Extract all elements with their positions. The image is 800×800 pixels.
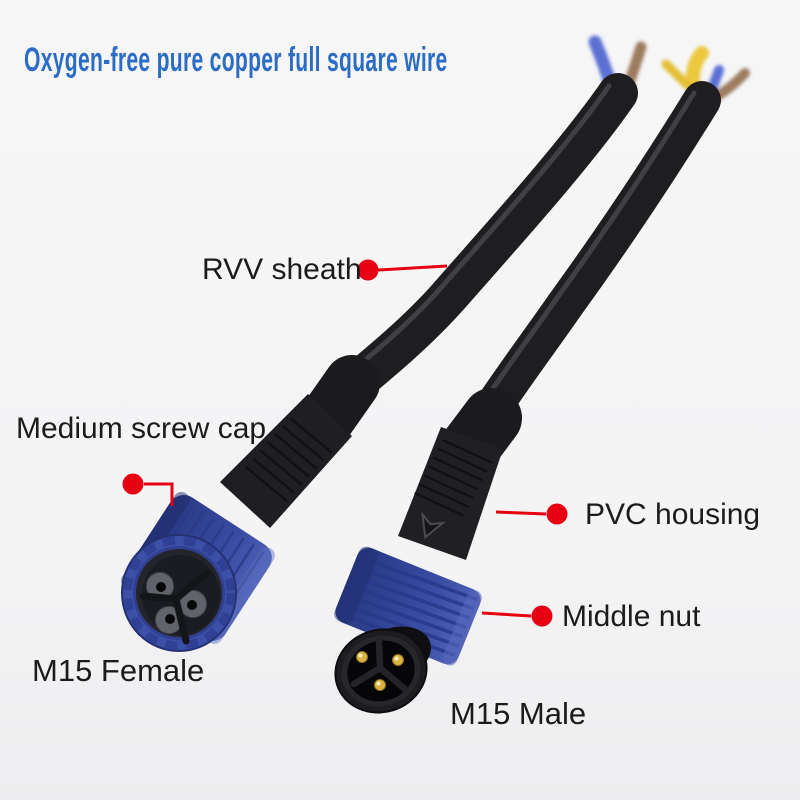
pvc-housing-ribs	[414, 438, 493, 517]
medium-screw-cap-callout	[122, 473, 174, 506]
cable-highlight-left	[330, 83, 612, 390]
headline: Oxygen-free pure copper full square wire	[24, 41, 448, 79]
collar-left	[298, 355, 380, 448]
female-cable-assembly	[121, 35, 647, 652]
middle-nut-callout	[481, 605, 553, 627]
label-middle-nut: Middle nut	[562, 600, 701, 633]
rvv-sheath-dot	[357, 259, 379, 281]
strain-relief-ribs-left	[244, 417, 333, 502]
rvv-sheath-line	[377, 264, 448, 272]
caption-m15-male: M15 Male	[450, 696, 587, 731]
socket-divider	[139, 569, 211, 645]
rvv-cable-left	[322, 73, 638, 414]
socket-holes	[156, 582, 197, 624]
pvc-housing-dot	[546, 503, 568, 525]
gold-pins	[356, 651, 404, 691]
medium-screw-cap-line	[144, 482, 174, 506]
male-cable-assembly	[334, 46, 750, 714]
pvc-housing-line	[495, 510, 547, 516]
label-rvv-sheath: RVV sheath	[202, 253, 362, 286]
label-medium-screw-cap: Medium screw cap	[16, 412, 267, 445]
female-face	[121, 534, 237, 652]
molded-arrow-icon	[421, 511, 447, 540]
pin-divider	[350, 637, 409, 693]
rvv-sheath-callout	[357, 259, 448, 281]
pvc-housing-callout	[495, 503, 568, 525]
cable-highlight-right	[471, 90, 697, 420]
middle-nut-line	[481, 611, 532, 618]
medium-screw-cap-dot	[122, 473, 144, 495]
male-face	[334, 626, 432, 714]
pvc-housing-body	[398, 427, 503, 560]
rvv-cable-right	[463, 81, 721, 443]
middle-nut-dot	[531, 605, 553, 627]
callout-leaders	[122, 259, 568, 627]
label-pvc-housing: PVC housing	[585, 498, 761, 531]
caption-m15-female: M15 Female	[32, 653, 205, 688]
strain-relief-left	[220, 394, 352, 528]
